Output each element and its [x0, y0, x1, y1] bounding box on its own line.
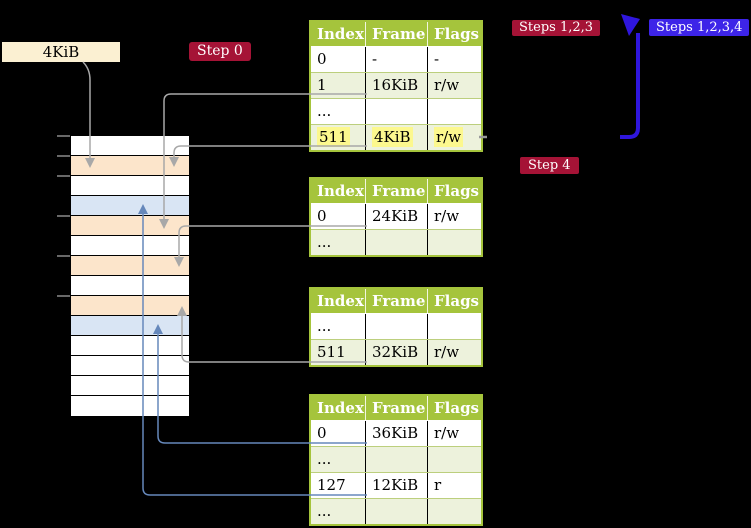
column-header: Frame	[366, 396, 428, 420]
table-cell	[428, 99, 481, 124]
table-row: 0--	[311, 46, 481, 72]
table-cell: 511	[311, 340, 366, 365]
table-cell: -	[366, 47, 428, 72]
memory-frame-row-9	[71, 296, 189, 316]
arrow-loop-to-table1	[620, 14, 640, 139]
frame-size-label: 4KiB	[2, 42, 120, 62]
table-cell: r/w	[434, 207, 460, 225]
column-header: Frame	[366, 22, 428, 46]
table-cell	[366, 230, 428, 255]
column-header: Frame	[366, 289, 428, 313]
column-header: Flags	[434, 182, 479, 200]
step4-label: Step 4	[520, 157, 579, 174]
table-cell: 12KiB	[366, 473, 428, 498]
table-row: ...	[311, 98, 481, 124]
table-cell: 32KiB	[366, 340, 428, 365]
table-cell: r/w	[434, 76, 460, 94]
memory-frame-row-12	[71, 356, 189, 376]
memory-address-ticks	[57, 135, 70, 297]
column-header: Index	[311, 289, 366, 313]
table-cell: ...	[311, 314, 366, 339]
table-cell: -	[434, 50, 440, 68]
table-cell	[428, 230, 481, 255]
table-cell: r	[434, 476, 442, 494]
memory-frame-row-14	[71, 396, 189, 416]
table-row: ...	[311, 229, 481, 255]
table-cell	[428, 447, 481, 472]
column-header: Flags	[434, 25, 479, 43]
table-cell	[366, 314, 428, 339]
memory-frame-row-4	[71, 196, 189, 216]
table-cell: 0	[311, 421, 366, 446]
table-cell: 0	[311, 204, 366, 229]
table-cell	[428, 314, 481, 339]
memory-frame-row-3	[71, 176, 189, 196]
column-header: Index	[311, 179, 366, 203]
column-header: Index	[311, 396, 366, 420]
table-cell: r/w	[434, 343, 460, 361]
table-row: ...	[311, 498, 481, 524]
memory-frame-row-10	[71, 316, 189, 336]
memory-frame-row-1	[71, 136, 189, 156]
table-cell: 16KiB	[366, 73, 428, 98]
table-row: ...	[311, 446, 481, 472]
table-cell: 0	[311, 47, 366, 72]
table-cell: ...	[311, 230, 366, 255]
table-cell: 1	[311, 73, 366, 98]
table-cell: 36KiB	[366, 421, 428, 446]
column-header: Index	[311, 22, 366, 46]
memory-frame-row-7	[71, 256, 189, 276]
table-cell: r/w	[434, 424, 460, 442]
table-cell	[366, 447, 428, 472]
memory-frame-row-13	[71, 376, 189, 396]
memory-frame-row-6	[71, 236, 189, 256]
memory-frame-row-11	[71, 336, 189, 356]
column-header: Frame	[366, 179, 428, 203]
table-cell: 127	[311, 473, 366, 498]
steps123-label: Steps 1,2,3	[512, 20, 601, 36]
column-header: Flags	[434, 399, 479, 417]
table-row: ...	[311, 313, 481, 339]
table-cell	[366, 99, 428, 124]
table-cell: ...	[311, 499, 366, 524]
table-cell: 4KiB	[366, 125, 428, 150]
table-cell: 511	[311, 125, 366, 150]
step0-label: Step 0	[189, 42, 251, 61]
table-cell: r/w	[434, 127, 464, 147]
table-cell: ...	[311, 99, 366, 124]
column-header: Flags	[434, 292, 479, 310]
physical-memory	[70, 135, 190, 417]
memory-frame-row-5	[71, 216, 189, 236]
memory-frame-row-8	[71, 276, 189, 296]
table-cell	[428, 499, 481, 524]
memory-frame-row-2	[71, 156, 189, 176]
table-cell	[366, 499, 428, 524]
table-cell: ...	[311, 447, 366, 472]
table-cell: 24KiB	[366, 204, 428, 229]
steps1234-label: Steps 1,2,3,4	[649, 19, 750, 36]
